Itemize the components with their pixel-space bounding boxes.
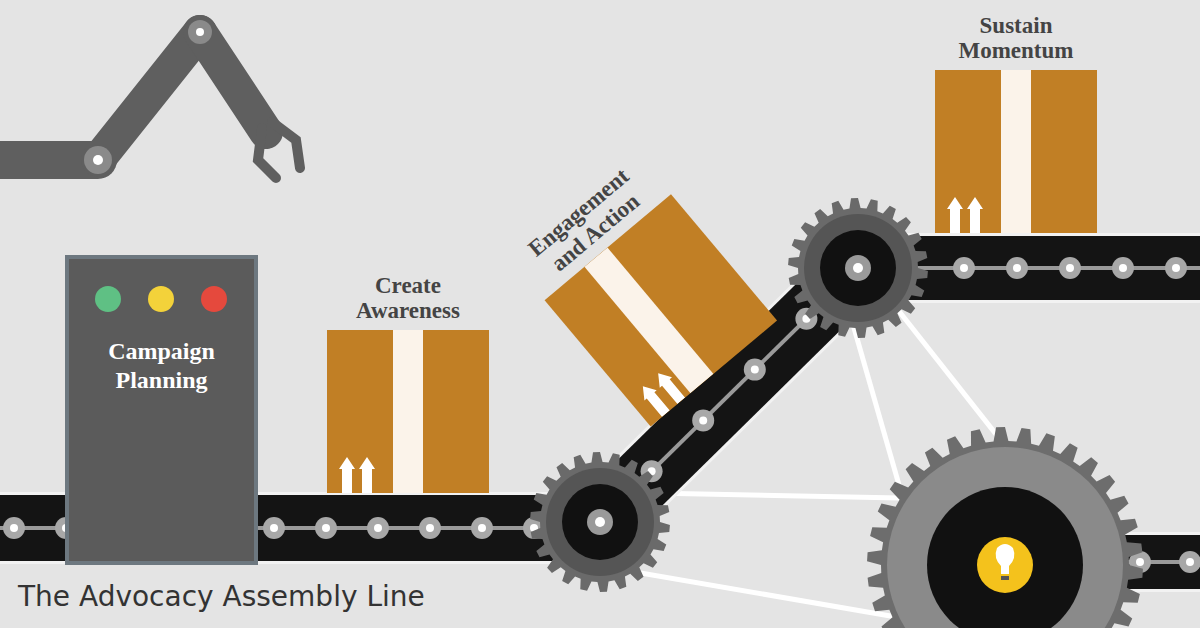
roller-hub bbox=[270, 524, 278, 532]
roller bbox=[1179, 551, 1200, 573]
tape-stripe bbox=[1001, 70, 1031, 233]
roller-hub bbox=[322, 524, 330, 532]
up-arrows bbox=[943, 193, 987, 233]
roller bbox=[3, 517, 25, 539]
machine-label: Campaign Planning bbox=[69, 337, 254, 395]
roller-hub bbox=[426, 524, 434, 532]
roller bbox=[692, 409, 714, 431]
roller bbox=[471, 517, 493, 539]
roller-hub bbox=[374, 524, 382, 532]
roller bbox=[315, 517, 337, 539]
roller bbox=[367, 517, 389, 539]
stage-crate: Engagement and Action bbox=[507, 150, 776, 427]
gear bbox=[867, 427, 1143, 628]
roller-hub bbox=[1172, 264, 1180, 272]
roller bbox=[1006, 257, 1028, 279]
roller-hub bbox=[1013, 264, 1021, 272]
gear bbox=[530, 452, 670, 592]
tape-stripe bbox=[584, 247, 713, 393]
roller-hub bbox=[1119, 264, 1127, 272]
stage-heading: Create Awareness bbox=[327, 273, 489, 331]
roller bbox=[744, 359, 766, 381]
crate-box bbox=[327, 330, 489, 493]
roller-hub bbox=[478, 524, 486, 532]
roller-hub bbox=[751, 366, 759, 374]
roller bbox=[953, 257, 975, 279]
up-arrows bbox=[335, 453, 379, 493]
roller bbox=[419, 517, 441, 539]
roller-hub bbox=[699, 416, 707, 424]
status-light bbox=[201, 286, 227, 312]
crate-box bbox=[935, 70, 1097, 233]
roller-hub bbox=[1066, 264, 1074, 272]
gear bbox=[788, 198, 928, 338]
status-light bbox=[95, 286, 121, 312]
robot-arm bbox=[0, 20, 300, 178]
roller-hub bbox=[10, 524, 18, 532]
diagram-title: The Advocacy Assembly Line bbox=[18, 580, 425, 613]
roller-hub bbox=[1136, 558, 1144, 566]
roller bbox=[1059, 257, 1081, 279]
stage-crate: Sustain Momentum bbox=[935, 13, 1097, 234]
machine-box: Campaign Planning bbox=[65, 255, 258, 565]
roller bbox=[263, 517, 285, 539]
status-light bbox=[148, 286, 174, 312]
stage-crate: Create Awareness bbox=[327, 273, 489, 494]
roller bbox=[1112, 257, 1134, 279]
roller bbox=[1165, 257, 1187, 279]
roller-hub bbox=[1186, 558, 1194, 566]
stage-heading: Sustain Momentum bbox=[935, 13, 1097, 71]
tape-stripe bbox=[393, 330, 423, 493]
roller-hub bbox=[960, 264, 968, 272]
